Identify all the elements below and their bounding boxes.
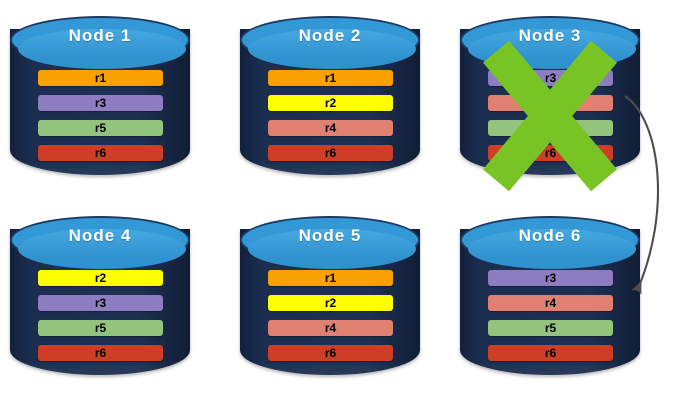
node-6[interactable]: Node 6 r3 r4 r5 r6 bbox=[460, 208, 640, 390]
record-list: r2 r3 r5 r6 bbox=[38, 270, 163, 361]
record-bar[interactable]: r1 bbox=[268, 70, 393, 86]
record-bar[interactable]: r4 bbox=[268, 120, 393, 136]
node-5[interactable]: Node 5 r1 r2 r4 r6 bbox=[240, 208, 420, 390]
record-list: r1 r2 r4 r6 bbox=[268, 70, 393, 161]
record-bar[interactable]: r3 bbox=[488, 270, 613, 286]
record-bar[interactable]: r4 bbox=[488, 295, 613, 311]
record-bar[interactable]: r6 bbox=[488, 345, 613, 361]
node-title: Node 4 bbox=[68, 226, 132, 245]
record-bar[interactable]: r5 bbox=[488, 120, 613, 136]
record-bar[interactable]: r6 bbox=[268, 145, 393, 161]
record-bar[interactable]: r3 bbox=[38, 95, 163, 111]
node-title: Node 3 bbox=[518, 26, 582, 45]
record-list: r1 r3 r5 r6 bbox=[38, 70, 163, 161]
record-bar[interactable]: r1 bbox=[268, 270, 393, 286]
record-bar[interactable]: r4 bbox=[268, 320, 393, 336]
record-list: r3 r4 r5 r6 bbox=[488, 270, 613, 361]
record-bar[interactable]: r5 bbox=[488, 320, 613, 336]
node-1[interactable]: Node 1 r1 r3 r5 r6 bbox=[10, 8, 190, 190]
node-title: Node 5 bbox=[298, 226, 362, 245]
node-3[interactable]: Node 3 r3 r4 r5 r6 bbox=[460, 8, 640, 192]
record-bar[interactable]: r6 bbox=[488, 145, 613, 161]
node-title: Node 6 bbox=[518, 226, 582, 245]
record-bar[interactable]: r6 bbox=[38, 145, 163, 161]
record-bar[interactable]: r6 bbox=[38, 345, 163, 361]
record-bar[interactable]: r5 bbox=[38, 120, 163, 136]
record-bar[interactable]: r4 bbox=[488, 95, 613, 111]
record-bar[interactable]: r5 bbox=[38, 320, 163, 336]
node-4[interactable]: Node 4 r2 r3 r5 r6 bbox=[10, 208, 190, 390]
record-bar[interactable]: r3 bbox=[488, 70, 613, 86]
node-title: Node 1 bbox=[68, 26, 132, 45]
node-title: Node 2 bbox=[298, 26, 362, 45]
record-list: r1 r2 r4 r6 bbox=[268, 270, 393, 361]
record-bar[interactable]: r2 bbox=[38, 270, 163, 286]
record-bar[interactable]: r1 bbox=[38, 70, 163, 86]
record-bar[interactable]: r6 bbox=[268, 345, 393, 361]
node-2[interactable]: Node 2 r1 r2 r4 r6 bbox=[240, 8, 420, 190]
record-bar[interactable]: r3 bbox=[38, 295, 163, 311]
record-bar[interactable]: r2 bbox=[268, 95, 393, 111]
record-bar[interactable]: r2 bbox=[268, 295, 393, 311]
record-list: r3 r4 r5 r6 bbox=[488, 70, 613, 161]
